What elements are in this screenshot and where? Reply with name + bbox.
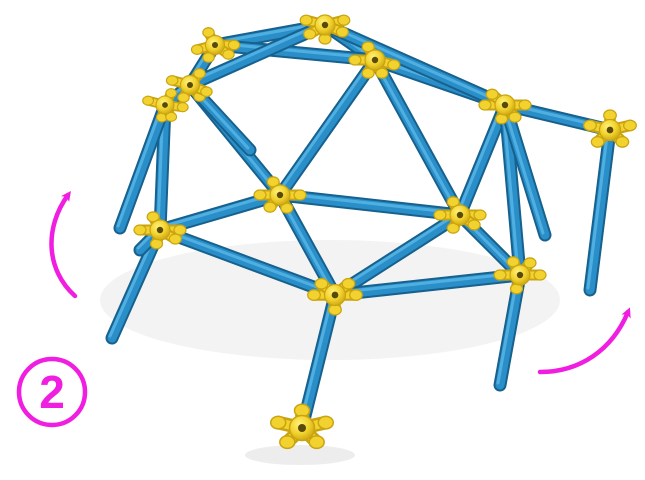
connector-top-left-arm-tip [191, 45, 202, 55]
connector-top-hole [322, 22, 328, 28]
connector-front-right-hole [517, 272, 523, 278]
connector-front-right-arm-tip [534, 270, 546, 280]
connector-front-arm-tip [350, 290, 363, 301]
connector-mid-right-hole [457, 212, 463, 218]
connector-mid-center-arm-tip [294, 190, 306, 200]
rod-topR-midC-body [280, 60, 375, 195]
leg-rod-5-body [590, 130, 610, 290]
connector-top-right-arm-tip [388, 60, 400, 70]
connector-top-arm-tip [304, 29, 316, 39]
connector-far-right-arm-tip [591, 137, 604, 148]
connector-mid-center-hole [277, 192, 283, 198]
rod-topR-midC-highlight [278, 58, 373, 193]
connector-upper-left-arm-tip [201, 87, 212, 97]
connector-front-arm-tip [342, 278, 355, 289]
connector-upper-right-arm-tip [479, 100, 491, 110]
connector-upper-left-lower-arm-tip [177, 103, 188, 112]
connector-loose-star-arm-tip [280, 436, 295, 449]
rotate-clockwise-arrow-icon [540, 312, 628, 372]
connector-mid-right-arm-tip [434, 210, 446, 220]
step-number: 2 [39, 366, 65, 418]
connector-upper-right [479, 89, 531, 124]
connector-upper-right-arm-tip [486, 89, 498, 99]
connector-mid-center-arm-tip [254, 190, 266, 200]
connector-loose-star-arm-tip [271, 416, 286, 429]
connector-upper-right-hole [502, 102, 508, 108]
connector-top-arm-tip [336, 27, 348, 37]
connector-far-right-arm-tip [624, 120, 637, 130]
connector-top-left-arm-tip [223, 50, 234, 60]
connector-upper-left-hole [187, 82, 193, 88]
connector-top-right-arm-tip [349, 55, 361, 65]
connector-front-hole [332, 292, 339, 299]
connector-upper-left-arm-tip [166, 76, 177, 86]
connector-top-left [191, 28, 239, 62]
connector-upper-right-arm-tip [519, 100, 531, 110]
connector-front-arm-tip [308, 290, 321, 301]
connector-front-right-arm-tip [494, 270, 506, 280]
connector-mid-left-arm-tip [134, 225, 146, 235]
rod-midC-midR-body [280, 195, 460, 215]
step-badge: 2 [19, 359, 85, 425]
connector-loose-star-arm-tip [309, 436, 324, 449]
connector-top-left-arm-tip [228, 40, 239, 50]
connector-upper-left-lower-hole [162, 102, 168, 108]
connector-front-arm-tip [315, 278, 328, 289]
connector-far-right-hole [607, 127, 614, 134]
connector-top-arm-tip [300, 15, 312, 25]
connector-far-right-arm-tip [584, 120, 597, 130]
connector-mid-left-arm-tip [169, 234, 181, 244]
connector-mid-right-arm-tip [474, 210, 486, 220]
connector-loose-star [271, 404, 334, 448]
connector-far-right-arm-tip [616, 137, 629, 148]
connector-top-right-hole [372, 57, 378, 63]
connector-upper-left-lower-arm-tip [143, 96, 154, 105]
connector-mid-right-arm-tip [468, 220, 480, 230]
connector-top-left-hole [212, 42, 218, 48]
connector-loose-star-arm-tip [318, 416, 333, 429]
rotate-counterclockwise-arrow-icon [51, 195, 75, 296]
connector-mid-left-hole [157, 227, 163, 233]
connector-top-arm-tip [338, 15, 350, 25]
connector-loose-star-hole [298, 424, 306, 432]
